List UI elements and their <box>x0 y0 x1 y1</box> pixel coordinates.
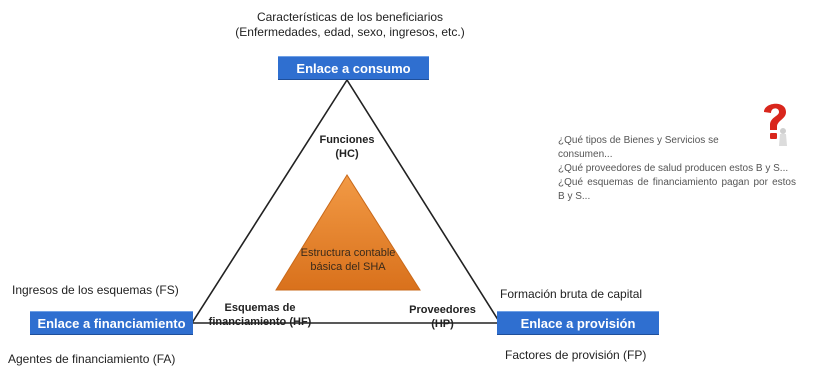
schemes-line1: Esquemas de <box>224 302 296 314</box>
left-below-text: Agentes de financiamiento (FA) <box>8 352 176 366</box>
right-below-text: Factores de provisión (FP) <box>505 348 647 362</box>
outer-triangle <box>190 78 502 324</box>
question-mark-figure-icon <box>764 103 787 146</box>
questions-list: ¿Qué tipos de Bienes y Servicios se cons… <box>558 134 796 204</box>
left-above-text: Ingresos de los esquemas (FS) <box>12 283 179 297</box>
inner-triangle <box>275 174 421 291</box>
functions-line1: Funciones <box>319 134 375 146</box>
consumption-caption-line1: Características de los beneficiarios <box>256 10 444 24</box>
inner-triangle-label: Estructura contable básica del SHA <box>288 246 408 274</box>
providers-line2: (HP) <box>431 318 454 330</box>
inner-line2: básica del SHA <box>310 261 386 273</box>
question-item: ¿Qué tipos de Bienes y Servicios se cons… <box>558 135 719 160</box>
inner-line1: Estructura contable <box>300 247 396 259</box>
schemes-line2: financiamiento (HF) <box>208 316 312 328</box>
consumption-caption-line2: (Enfermedades, edad, sexo, ingresos, etc… <box>235 25 465 39</box>
functions-line2: (HC) <box>335 148 359 160</box>
providers-line1: Proveedores <box>409 304 476 316</box>
question-item: ¿Qué proveedores de salud producen estos… <box>558 163 789 174</box>
question-item: ¿Qué esquemas de financiamiento pagan po… <box>558 177 796 202</box>
vertex-label-providers: Proveedores (HP) <box>400 303 485 331</box>
consumption-caption: Características de los beneficiarios (En… <box>220 10 480 40</box>
enlace-provision-box: Enlace a provisión <box>497 311 659 335</box>
right-above-text: Formación bruta de capital <box>500 287 643 301</box>
vertex-label-schemes: Esquemas de financiamiento (HF) <box>200 301 320 329</box>
enlace-consumo-box: Enlace a consumo <box>278 56 429 80</box>
vertex-label-functions: Funciones (HC) <box>307 133 387 161</box>
enlace-financiamiento-box: Enlace a financiamiento <box>30 311 193 335</box>
